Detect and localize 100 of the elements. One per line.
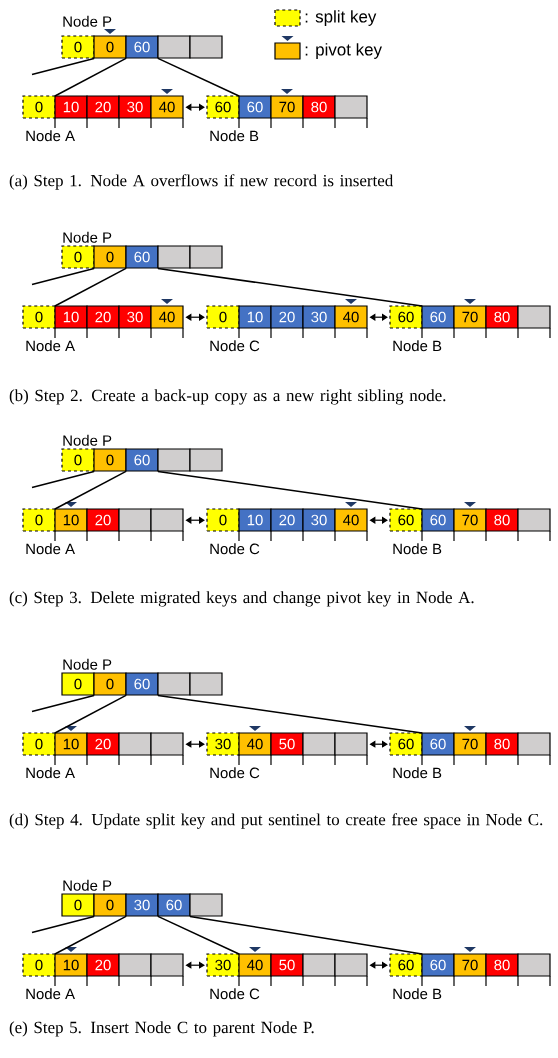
key-cell: 40	[150, 95, 184, 119]
key-cell: 20	[86, 732, 120, 756]
key-cell: 0	[93, 245, 127, 269]
caption: (b) Step 2. Create a back-up copy as a new right sibling node.	[9, 389, 446, 405]
connector-line	[31, 915, 95, 934]
key-cell: 0	[206, 305, 240, 329]
node-label: Node P	[63, 434, 112, 446]
key-cell: 30	[118, 305, 152, 329]
node-label: Node A	[26, 340, 75, 352]
key-cell: 80	[485, 305, 519, 329]
key-cell: 10	[54, 95, 88, 119]
connector-line	[31, 470, 95, 489]
key-cell: 60	[389, 508, 423, 532]
key-cell: 70	[453, 732, 487, 756]
node-label: Node C	[210, 543, 260, 555]
node-label: Node B	[393, 340, 442, 352]
key-cell: 10	[54, 732, 88, 756]
node-label: Node B	[210, 130, 259, 142]
node-label: Node A	[26, 988, 75, 1000]
key-cell: 20	[270, 305, 304, 329]
key-cell: 70	[453, 305, 487, 329]
key-cell: 20	[86, 508, 120, 532]
key-cell: 0	[93, 672, 127, 696]
key-cell: 80	[302, 95, 336, 119]
node-label: Node B	[393, 767, 442, 779]
key-cell: 60	[238, 95, 272, 119]
node-label: Node A	[26, 767, 75, 779]
key-cell: 0	[61, 448, 95, 472]
connector-line	[54, 915, 127, 955]
node-label: Node P	[63, 231, 112, 243]
key-cell: 80	[485, 732, 519, 756]
key-cell: 0	[22, 305, 56, 329]
caption: (a) Step 1. Node A overflows if new record is inserted	[9, 174, 394, 190]
node-label: Node C	[210, 988, 260, 1000]
connector-line	[31, 694, 95, 713]
node-label: Node A	[26, 130, 75, 142]
key-cell: 60	[125, 672, 159, 696]
key-cell: 0	[22, 732, 56, 756]
key-cell: 40	[334, 508, 368, 532]
key-cell: 30	[302, 508, 336, 532]
key-cell: 0	[206, 508, 240, 532]
connector-line	[157, 470, 423, 510]
key-cell: 20	[86, 95, 120, 119]
key-cell: 40	[238, 732, 272, 756]
key-cell: 30	[302, 305, 336, 329]
key-cell: 60	[125, 245, 159, 269]
key-cell: 20	[270, 508, 304, 532]
connector-line	[54, 267, 127, 307]
key-cell: 0	[61, 893, 95, 917]
key-cell: 0	[22, 95, 56, 119]
legend-text: : split key	[305, 10, 377, 26]
connector-line	[31, 57, 95, 76]
key-cell: 70	[453, 953, 487, 977]
key-cell: 60	[421, 508, 455, 532]
key-cell: 0	[61, 672, 95, 696]
key-cell: 30	[206, 732, 240, 756]
key-cell: 80	[485, 508, 519, 532]
key-cell: 0	[22, 953, 56, 977]
key-cell: 40	[150, 305, 184, 329]
key-cell: 60	[389, 305, 423, 329]
key-cell: 60	[421, 732, 455, 756]
key-cell: 0	[61, 245, 95, 269]
key-cell: 0	[93, 893, 127, 917]
connector-line	[54, 57, 127, 97]
key-cell: 60	[389, 953, 423, 977]
key-cell: 60	[421, 953, 455, 977]
key-cell: 10	[238, 508, 272, 532]
caption: (d) Step 4. Update split key and put sentinel to create free space in Node C.	[9, 813, 543, 829]
caption: (c) Step 3. Delete migrated keys and change pivot key in Node A.	[9, 591, 474, 607]
key-cell: 30	[206, 953, 240, 977]
key-cell: 60	[157, 893, 191, 917]
key-cell: 80	[485, 953, 519, 977]
key-cell: 10	[54, 305, 88, 329]
legend-text: : pivot key	[305, 43, 382, 59]
key-cell: 50	[270, 953, 304, 977]
connector-line	[54, 470, 127, 510]
node-label: Node P	[63, 879, 112, 891]
key-cell: 30	[125, 893, 159, 917]
key-cell: 60	[125, 448, 159, 472]
key-cell: 60	[389, 732, 423, 756]
key-cell: 0	[93, 448, 127, 472]
key-cell: 0	[61, 35, 95, 59]
key-cell: 20	[86, 953, 120, 977]
key-cell: 10	[54, 508, 88, 532]
node-label: Node P	[63, 15, 112, 27]
node-label: Node B	[393, 988, 442, 1000]
key-cell: 60	[421, 305, 455, 329]
key-cell: 30	[118, 95, 152, 119]
node-label: Node C	[210, 767, 260, 779]
connector-line	[54, 694, 127, 734]
node-label: Node P	[63, 658, 112, 670]
connector-line	[189, 915, 423, 955]
key-cell: 50	[270, 732, 304, 756]
key-cell: 10	[238, 305, 272, 329]
key-cell: 60	[206, 95, 240, 119]
key-cell: 10	[54, 953, 88, 977]
caption: (e) Step 5. Insert Node C to parent Node P.	[9, 1021, 314, 1037]
key-cell: 0	[93, 35, 127, 59]
connector-line	[157, 915, 240, 955]
connector-line	[157, 694, 423, 734]
